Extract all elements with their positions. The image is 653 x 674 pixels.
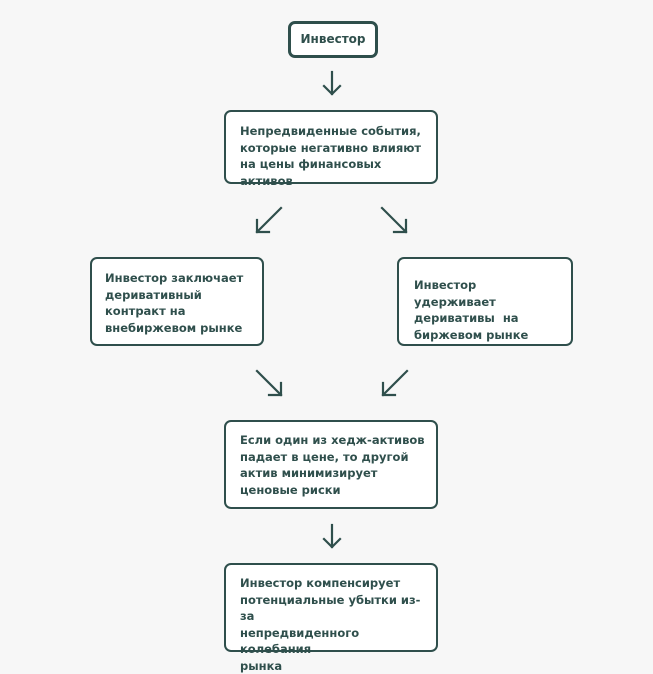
node-investor: Инвестор bbox=[288, 21, 378, 58]
arrow-exchange-to-hedge bbox=[383, 371, 407, 395]
arrow-event-to-otc bbox=[257, 208, 281, 232]
node-compensate-line-4: рынка bbox=[240, 658, 428, 674]
node-event-line-2: которые негативно влияют bbox=[240, 140, 424, 157]
node-unexpected-events: Непредвиденные события, которые негативн… bbox=[224, 110, 438, 184]
node-event-line-1: Непредвиденные события, bbox=[240, 123, 424, 140]
node-otc-line-4: внебиржевом рынке bbox=[105, 320, 252, 337]
node-hedge-line-1: Если один из хедж-активов bbox=[240, 432, 426, 449]
arrow-investor-to-event bbox=[324, 72, 340, 94]
node-investor-compensates: Инвестор компенсирует потенциальные убыт… bbox=[224, 563, 438, 652]
node-compensate-line-2: потенциальные убытки из-за bbox=[240, 592, 428, 625]
node-investor-label: Инвестор bbox=[301, 31, 366, 48]
node-compensate-line-1: Инвестор компенсирует bbox=[240, 575, 428, 592]
node-otc-line-2: деривативный bbox=[105, 287, 252, 304]
node-hedge-assets: Если один из хедж-активов падает в цене,… bbox=[224, 420, 438, 509]
node-compensate-line-3: непредвиденного колебания bbox=[240, 625, 428, 658]
node-exchange-line-2: деривативы на bbox=[414, 310, 561, 327]
node-hedge-line-4: ценовые риски bbox=[240, 482, 426, 499]
node-exchange-line-1: Инвестор удерживает bbox=[414, 277, 561, 310]
arrow-event-to-exchange bbox=[382, 208, 406, 232]
node-exchange-line-3: биржевом рынке bbox=[414, 327, 561, 344]
node-otc-line-1: Инвестор заключает bbox=[105, 270, 252, 287]
node-otc-contract: Инвестор заключает деривативный контракт… bbox=[90, 257, 264, 346]
node-event-line-3: на цены финансовых активов bbox=[240, 156, 424, 189]
node-otc-line-3: контракт на bbox=[105, 303, 252, 320]
node-exchange-derivatives: Инвестор удерживает деривативы на биржев… bbox=[397, 257, 573, 346]
arrow-otc-to-hedge bbox=[257, 371, 281, 395]
arrow-hedge-to-compensate bbox=[324, 525, 340, 547]
node-hedge-line-3: актив минимизирует bbox=[240, 465, 426, 482]
node-hedge-line-2: падает в цене, то другой bbox=[240, 449, 426, 466]
